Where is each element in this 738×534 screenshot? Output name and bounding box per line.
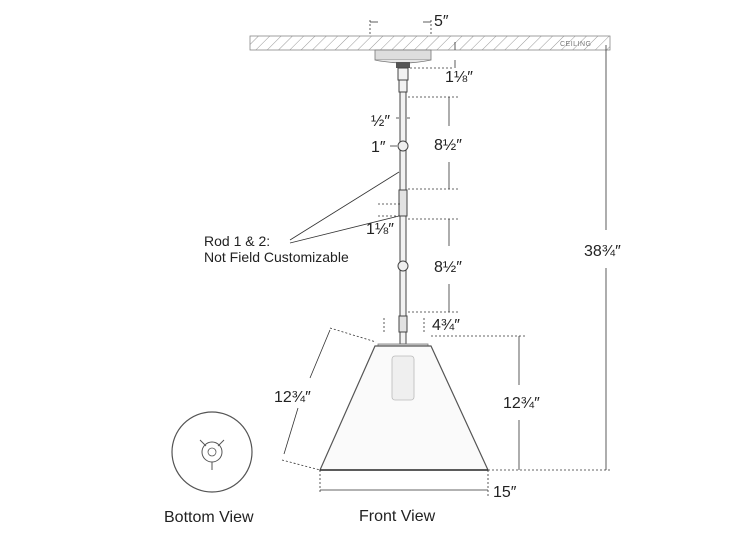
note-line2: Not Field Customizable	[204, 249, 349, 265]
bottom-view-drawing	[171, 411, 253, 493]
front-view-caption: Front View	[359, 508, 436, 525]
dim-rod2-length: 8½″	[434, 259, 462, 276]
ceiling: CEILING	[249, 35, 611, 51]
canopy	[374, 49, 432, 68]
dim-shade-height: 12¾″	[503, 395, 540, 412]
dim-canopy-height: 1⅛″	[445, 69, 473, 86]
ceiling-label: CEILING	[560, 41, 592, 48]
shade	[319, 343, 489, 471]
dim-rod1-length: 8½″	[434, 137, 462, 154]
dim-coupler-height: 1⅛″	[366, 221, 394, 238]
dimension-labels: 5″ 1⅛″ ½″ 1″ 8½″ 1⅛″ 8½″ 4¾″ 38¾″ 12¾″ 1…	[274, 13, 621, 501]
dimension-lines	[281, 20, 612, 496]
rod-note: Rod 1 & 2: Not Field Customizable	[204, 233, 349, 265]
dim-shade-bottom-width: 15″	[493, 484, 517, 501]
dim-ball-diameter: 1″	[371, 139, 386, 156]
dim-rod-diameter: ½″	[371, 113, 390, 130]
bottom-view-caption: Bottom View	[164, 509, 254, 526]
rod-assembly	[397, 67, 409, 345]
dim-canopy-width: 5″	[434, 13, 449, 30]
dim-socket-top-width: 4¾″	[432, 317, 460, 334]
dim-overall-height: 38¾″	[584, 243, 621, 260]
dim-shade-slant: 12¾″	[274, 389, 311, 406]
note-line1: Rod 1 & 2:	[204, 233, 270, 249]
